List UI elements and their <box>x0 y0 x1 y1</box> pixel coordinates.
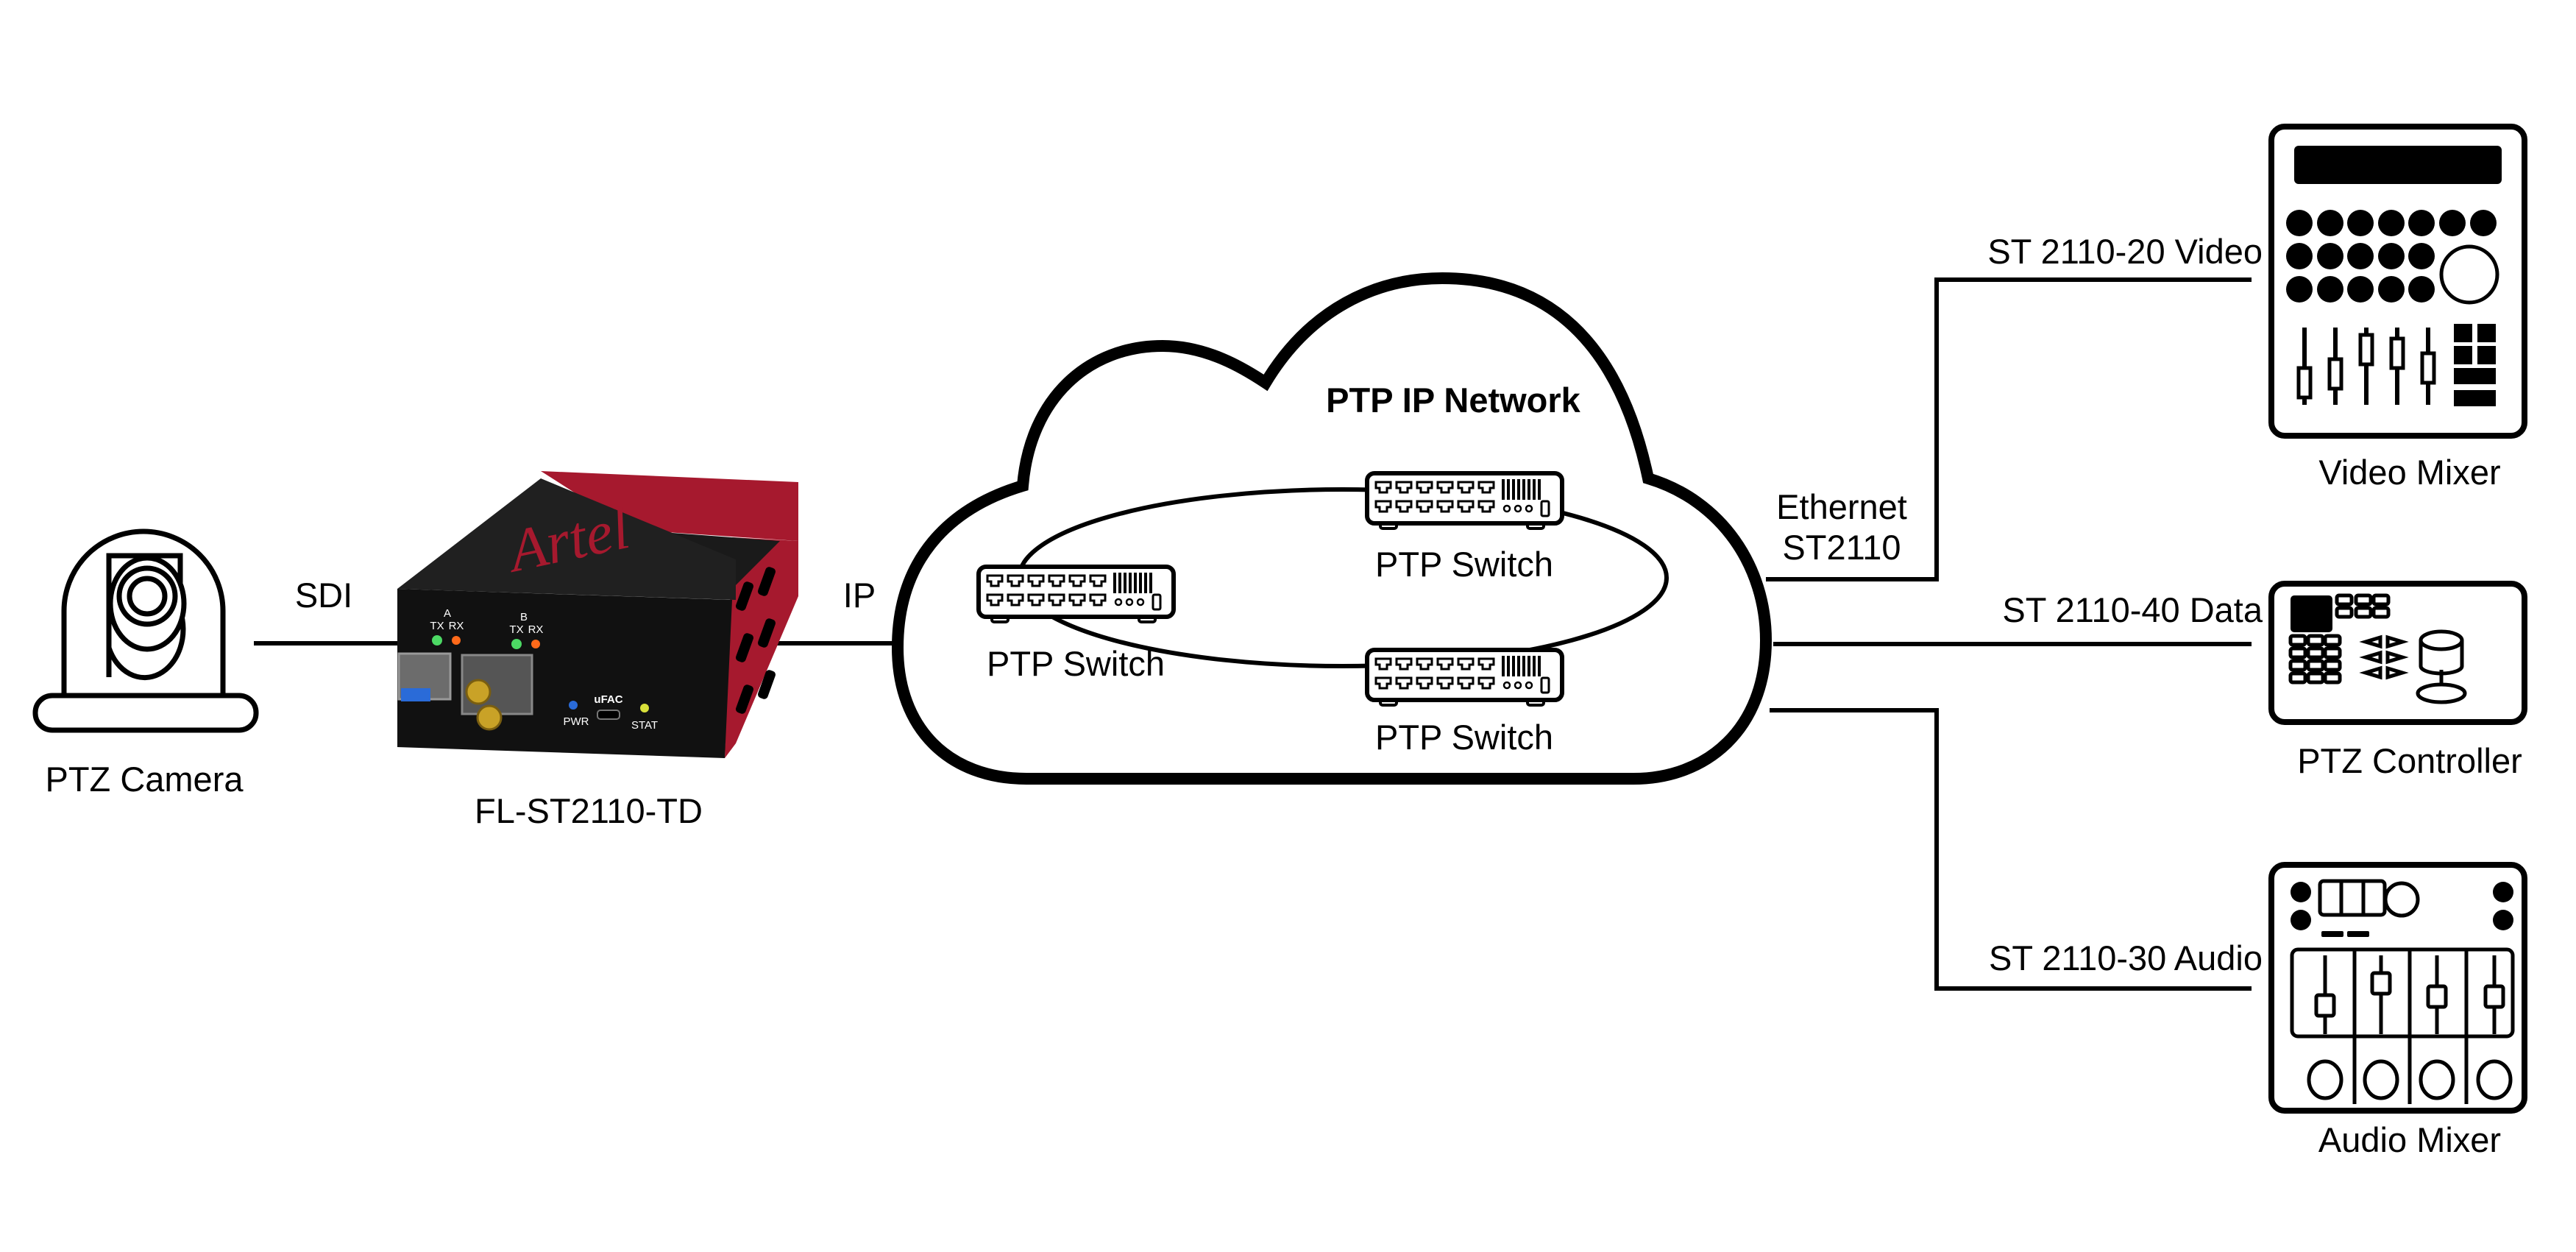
port-icon <box>1416 481 1433 494</box>
video-link-label: ST 2110-20 Video <box>1987 232 2263 271</box>
port-icon <box>1477 481 1495 494</box>
tx-b-label: TX <box>509 623 523 636</box>
port-icon <box>1395 500 1413 513</box>
port-icon <box>1395 657 1413 671</box>
video-mixer-label: Video Mixer <box>2318 453 2500 492</box>
pwr-led <box>569 701 578 710</box>
port-b-label: B <box>520 611 528 623</box>
ptz-camera-icon <box>32 528 259 733</box>
port-icon <box>1436 500 1454 513</box>
tx-a-label: TX <box>430 620 444 632</box>
port-icon <box>1395 676 1413 690</box>
bnc-connector <box>465 679 492 705</box>
usb-port <box>597 710 620 720</box>
port-icon <box>1068 593 1086 606</box>
port-icon <box>1048 593 1065 606</box>
vent-slots <box>735 567 776 714</box>
port-icon <box>1068 574 1086 587</box>
led-b-rx <box>531 640 540 648</box>
pwr-label: PWR <box>564 715 589 728</box>
port-icon <box>1395 481 1413 494</box>
switch-label: PTP Switch <box>1375 718 1553 757</box>
port-icon <box>1436 657 1454 671</box>
video-mixer-icon <box>2268 124 2527 439</box>
port-icon <box>1374 481 1392 494</box>
ethernet-label-line1: Ethernet <box>1776 487 1907 526</box>
port-icon <box>986 574 1004 587</box>
ptz-controller-label: PTZ Controller <box>2297 741 2522 780</box>
audio-mixer-label: Audio Mixer <box>2318 1120 2501 1159</box>
ptz-controller-icon <box>2268 581 2527 725</box>
port-icon <box>1007 593 1024 606</box>
port-icon <box>1477 500 1495 513</box>
stat-led <box>640 704 649 712</box>
switch-label: PTP Switch <box>1375 545 1553 584</box>
port-icon <box>1457 481 1475 494</box>
port-icon <box>1007 574 1024 587</box>
ufac-label: uFAC <box>594 693 622 706</box>
audio-mixer-icon <box>2268 862 2527 1114</box>
port-icon <box>1089 593 1107 606</box>
ip-label: IP <box>843 576 876 615</box>
port-icon <box>1477 657 1495 671</box>
port-a-label: A <box>444 607 451 620</box>
video-link <box>1766 277 2252 581</box>
port-icon <box>1089 574 1107 587</box>
connections <box>254 277 2252 991</box>
port-icon <box>986 593 1004 606</box>
port-icon <box>1436 481 1454 494</box>
ptp-switch-icon <box>976 565 1176 623</box>
stat-label: STAT <box>631 719 658 732</box>
led-a-tx <box>432 635 442 646</box>
port-icon <box>1374 657 1392 671</box>
ptp-switch-icon <box>1365 471 1564 530</box>
cloud-shape <box>891 272 1773 785</box>
switches-group <box>976 471 1564 707</box>
port-icon <box>1048 574 1065 587</box>
rx-b-label: RX <box>528 623 544 636</box>
port-icon <box>1416 657 1433 671</box>
port-icon <box>1477 676 1495 690</box>
port-icon <box>1436 676 1454 690</box>
port-icon <box>1457 500 1475 513</box>
ethernet-label-line2: ST2110 <box>1782 528 1901 567</box>
port-icon <box>1416 676 1433 690</box>
audio-link-label: ST 2110-30 Audio <box>1989 938 2263 977</box>
port-icon <box>1374 500 1392 513</box>
rx-a-label: RX <box>449 620 464 632</box>
converter-device: Artel A B TX RX TX RX PWR uFAC STAT <box>397 471 798 758</box>
sdi-label: SDI <box>295 576 352 615</box>
data-link-label: ST 2110-40 Data <box>2002 590 2263 629</box>
bnc-connector <box>476 704 503 731</box>
port-icon <box>1374 676 1392 690</box>
port-icon <box>1027 593 1045 606</box>
port-icon <box>1457 657 1475 671</box>
port-icon <box>1416 500 1433 513</box>
port-icon <box>1457 676 1475 690</box>
port-icon <box>1027 574 1045 587</box>
led-a-rx <box>452 636 461 645</box>
converter-label: FL-ST2110-TD <box>475 791 703 830</box>
audio-link <box>1770 708 2252 991</box>
ptp-switch-icon <box>1365 648 1564 707</box>
network-label: PTP IP Network <box>1326 381 1581 420</box>
ptz-camera-label: PTZ Camera <box>46 760 244 799</box>
switch-label: PTP Switch <box>987 644 1165 683</box>
led-b-tx <box>511 639 522 649</box>
